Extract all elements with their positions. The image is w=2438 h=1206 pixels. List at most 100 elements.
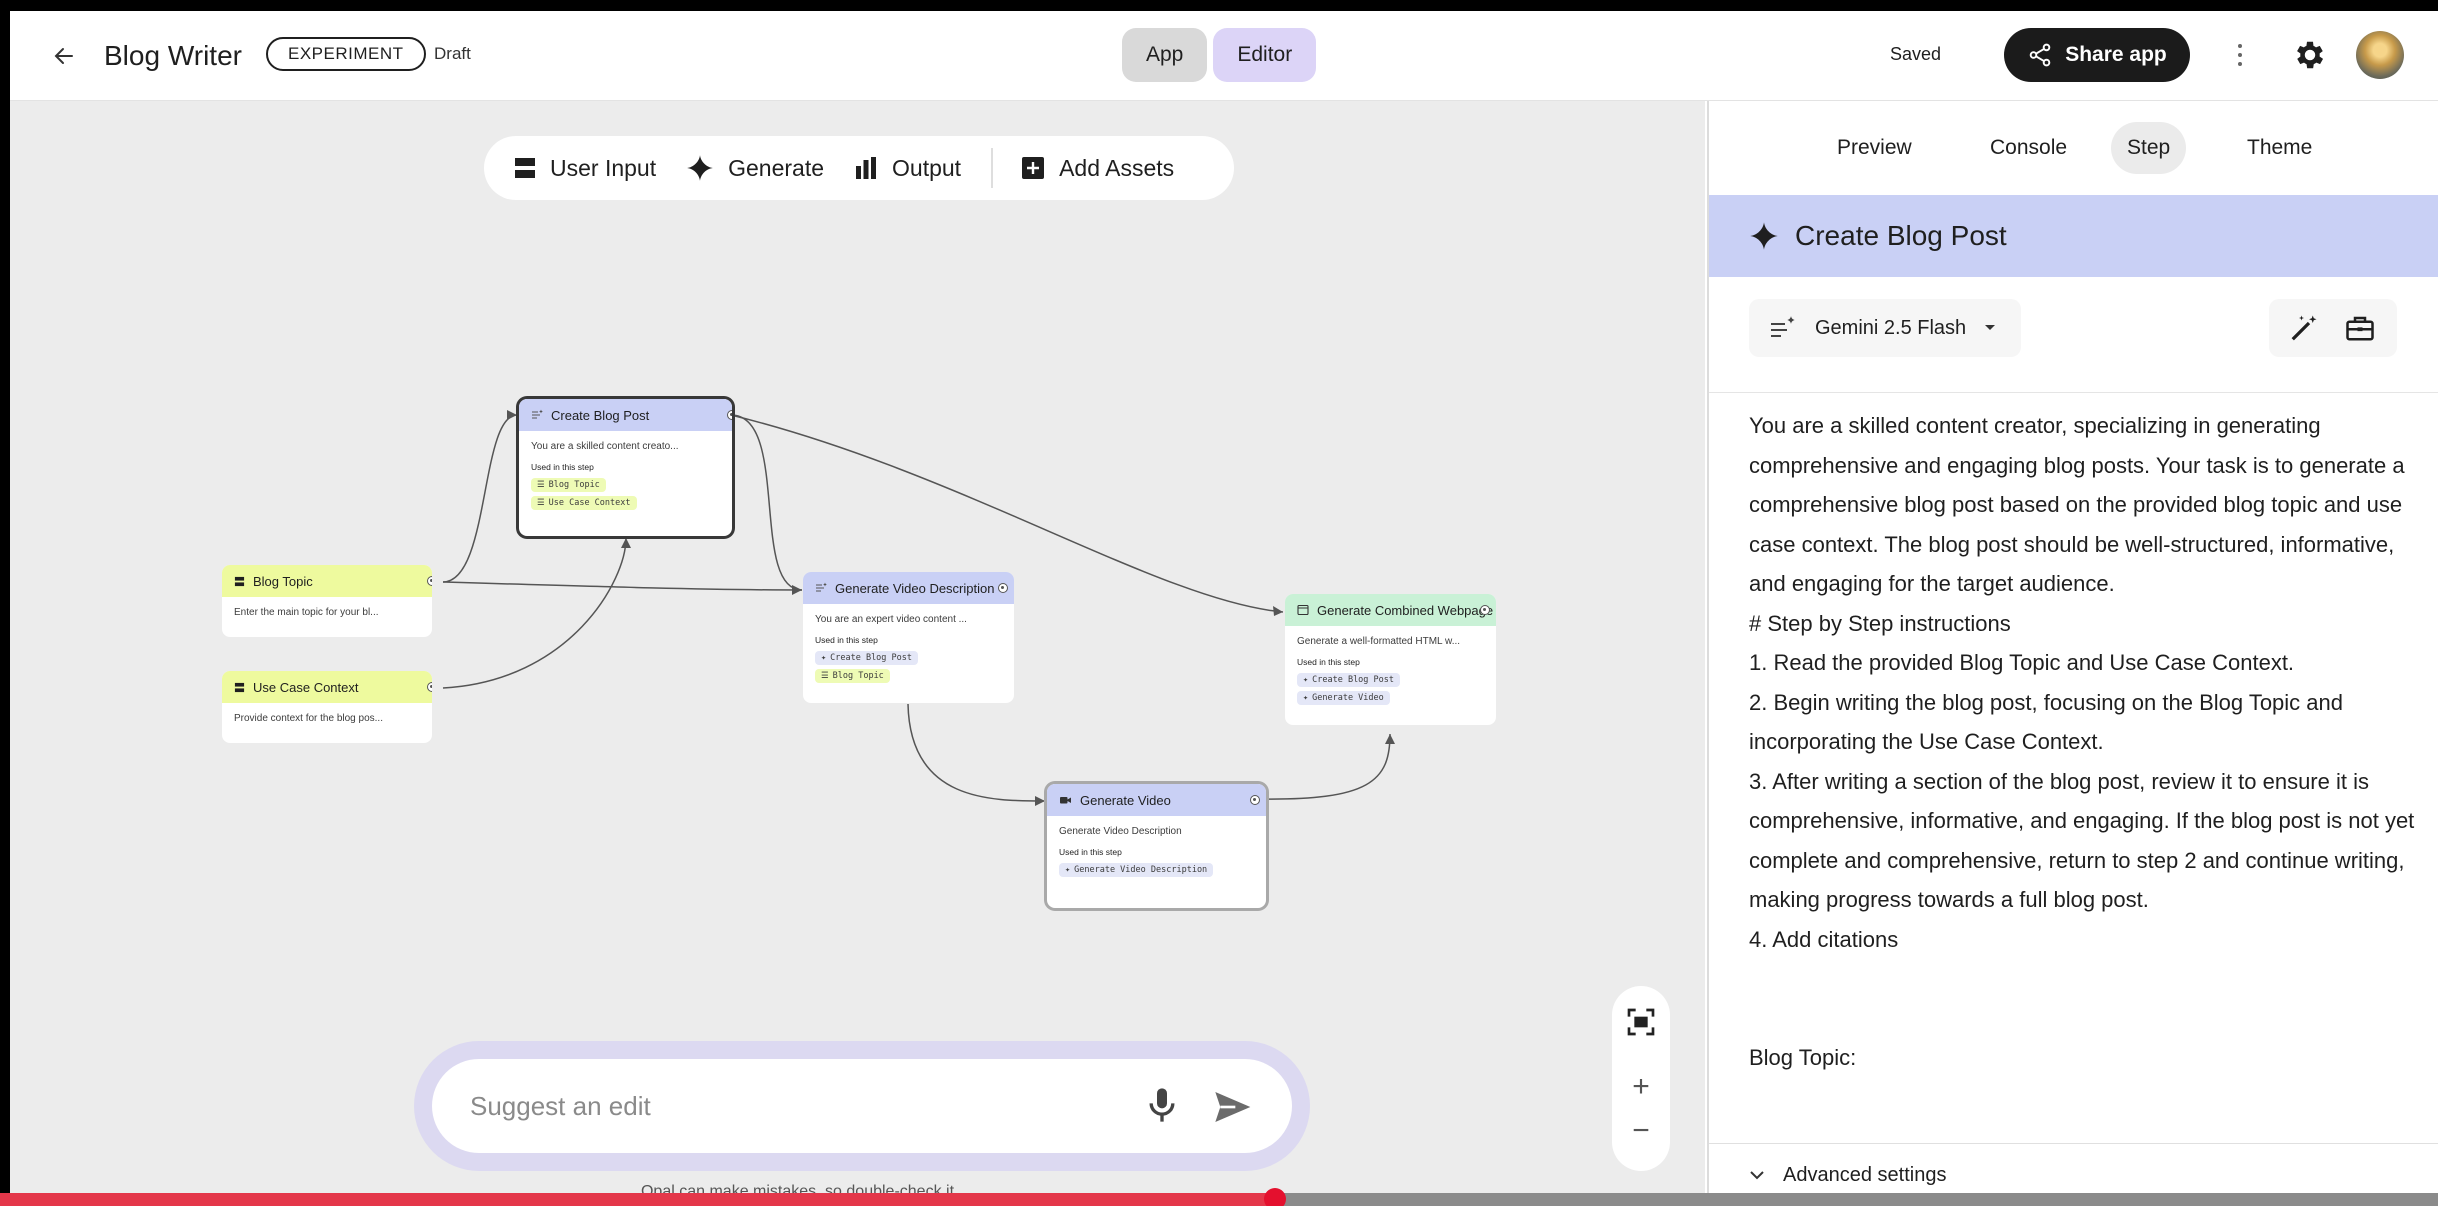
prompt-editor[interactable]: You are a skilled content creator, speci… <box>1749 406 2419 1136</box>
video-progress-bar[interactable] <box>0 1188 2438 1206</box>
tab-console[interactable]: Console <box>1990 136 2068 159</box>
toolbar-divider <box>991 148 994 188</box>
suggest-edit-input[interactable] <box>470 1090 1110 1122</box>
top-bar: Blog Writer EXPERIMENT Draft App Editor … <box>10 11 2438 101</box>
add-box-icon <box>1022 157 1045 179</box>
node-used-label: Used in this step <box>1059 847 1122 857</box>
canvas-toolbar: User Input Generate Output Add Assets <box>484 136 1234 200</box>
node-generate-combined-webpage[interactable]: Generate Combined Webpage Generate a wel… <box>1285 594 1496 725</box>
video-progress-fill <box>0 1193 1276 1206</box>
panel-tabs: Preview Console Step Theme <box>1709 101 2438 195</box>
toolbar-user-input[interactable]: User Input <box>514 136 686 200</box>
user-avatar[interactable] <box>2356 31 2404 79</box>
step-title: Create Blog Post <box>1795 220 2007 251</box>
app-window: Blog Writer EXPERIMENT Draft App Editor … <box>10 11 2438 1206</box>
node-title: Use Case Context <box>253 679 359 695</box>
node-title: Generate Video Description <box>835 580 995 596</box>
caret-down-icon <box>1985 325 1996 330</box>
node-use-case-context[interactable]: Use Case Context Provide context for the… <box>222 671 432 743</box>
sparkle-icon <box>1750 222 1778 250</box>
node-description: Provide context for the blog pos... <box>234 713 383 724</box>
suggest-edit-bar <box>414 1041 1310 1171</box>
node-header: Generate Combined Webpage <box>1285 594 1496 626</box>
arrow-head-genvideo <box>1035 796 1045 806</box>
model-selector[interactable]: Gemini 2.5 Flash <box>1749 299 2021 357</box>
node-blog-topic[interactable]: Blog Topic Enter the main topic for your… <box>222 565 432 637</box>
gear-icon[interactable] <box>2292 37 2328 73</box>
toolbar-generate[interactable]: Generate <box>686 136 854 200</box>
editor-canvas[interactable]: User Input Generate Output Add Assets <box>10 101 1705 1206</box>
node-generate-video[interactable]: Generate Video Generate Video Descriptio… <box>1047 784 1266 908</box>
share-app-button[interactable]: Share app <box>2004 28 2190 82</box>
node-used-label: Used in this step <box>531 462 594 472</box>
more-options-icon[interactable] <box>2228 35 2252 75</box>
edge-videodesc-to-genvideo <box>907 703 1046 802</box>
experiment-badge: EXPERIMENT <box>266 37 426 71</box>
toolbar-output-label: Output <box>892 154 962 181</box>
mode-editor-button[interactable]: Editor <box>1213 28 1317 82</box>
output-port[interactable] <box>1480 605 1490 615</box>
zoom-in-button[interactable]: + <box>1632 1070 1650 1103</box>
node-description: Generate Video Description <box>1059 826 1182 837</box>
prompt-paragraph: # Step by Step instructions <box>1749 610 2011 636</box>
edge-genvideo-to-combined <box>1256 733 1391 800</box>
back-button[interactable] <box>44 36 84 76</box>
prompt-paragraph: 4. Add citations <box>1749 926 1899 952</box>
node-description: You are a skilled content creato... <box>531 441 679 452</box>
arrow-head-videodesc <box>792 585 802 595</box>
prompt-paragraph: 1. Read the provided Blog Topic and Use … <box>1749 650 2295 675</box>
prompt-paragraph: You are a skilled content creator, speci… <box>1749 413 2405 596</box>
saved-status: Saved <box>1890 44 1942 64</box>
node-generate-video-description[interactable]: Generate Video Description You are an ex… <box>803 572 1014 703</box>
list-input-icon <box>234 682 245 692</box>
node-title: Generate Video <box>1080 792 1171 808</box>
mode-toggle: App Editor <box>1122 28 1317 82</box>
output-bars-icon <box>856 157 877 179</box>
chevron-down-icon <box>1750 1171 1764 1180</box>
node-title: Generate Combined Webpage <box>1317 602 1494 618</box>
magic-wand-icon[interactable] <box>2289 313 2319 343</box>
node-header: Blog Topic <box>222 565 432 597</box>
model-name: Gemini 2.5 Flash <box>1815 316 1967 339</box>
node-header: Create Blog Post <box>519 399 732 431</box>
output-port[interactable] <box>1250 795 1260 805</box>
edge-usecase-to-create <box>442 537 627 689</box>
microphone-icon[interactable] <box>1142 1085 1182 1125</box>
edge-create-to-videodesc <box>730 414 803 591</box>
send-icon[interactable] <box>1212 1087 1252 1127</box>
arrow-head-genvideo-combined <box>1385 734 1395 744</box>
prompt-paragraph: 3. After writing a section of the blog p… <box>1749 768 2415 913</box>
zoom-out-button[interactable]: − <box>1632 1114 1650 1147</box>
video-progress-knob[interactable] <box>1264 1188 1287 1206</box>
chip-create-blog-post: ✦ Create Blog Post <box>815 651 919 665</box>
toolbar-user-input-label: User Input <box>550 154 657 181</box>
output-port[interactable] <box>998 583 1008 593</box>
mode-app-button[interactable]: App <box>1122 28 1208 82</box>
app-title: Blog Writer <box>104 40 242 71</box>
zoom-controls: + − <box>1612 986 1670 1171</box>
chip-create-blog-post: ✦ Create Blog Post <box>1297 673 1401 687</box>
chip-blog-topic: ☰ Blog Topic <box>815 669 890 683</box>
tab-step[interactable]: Step <box>2111 122 2187 174</box>
node-create-blog-post[interactable]: Create Blog Post You are a skilled conte… <box>519 399 732 536</box>
node-title: Blog Topic <box>253 573 313 589</box>
share-icon <box>2029 43 2051 67</box>
toolbar-add-assets-label: Add Assets <box>1059 154 1175 181</box>
fit-view-icon[interactable] <box>1625 1006 1657 1038</box>
output-port[interactable] <box>427 576 432 586</box>
output-port[interactable] <box>727 410 732 420</box>
tab-theme[interactable]: Theme <box>2247 136 2313 159</box>
sparkle-icon <box>687 155 713 181</box>
suggest-edit-field <box>432 1059 1292 1153</box>
toolbox-icon[interactable] <box>2345 313 2375 343</box>
output-port[interactable] <box>427 682 432 692</box>
step-header: Create Blog Post <box>1709 195 2438 277</box>
toolbar-output[interactable]: Output <box>854 136 991 200</box>
advanced-settings-label: Advanced settings <box>1783 1163 1947 1186</box>
edge-create-to-combined <box>730 414 1284 613</box>
toolbar-add-assets[interactable]: Add Assets <box>1021 136 1204 200</box>
tab-preview[interactable]: Preview <box>1837 136 1912 159</box>
node-description: Enter the main topic for your bl... <box>234 607 379 618</box>
arrow-head-create <box>507 410 517 420</box>
step-tools <box>2269 299 2397 357</box>
